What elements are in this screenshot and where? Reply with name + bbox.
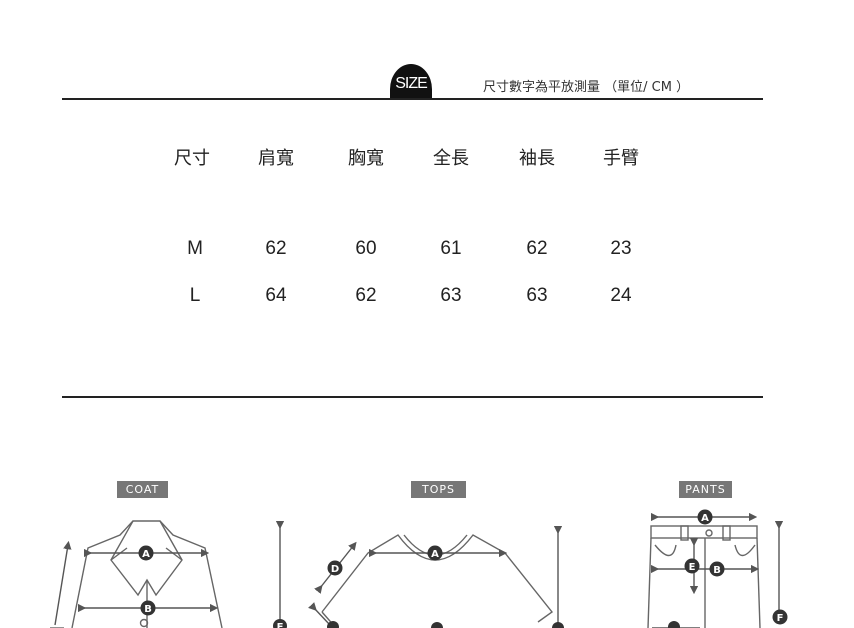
table-cell: 63 <box>526 285 548 306</box>
coat-marker-label: A <box>142 549 150 560</box>
tops-tag: TOPS <box>411 481 466 498</box>
pants-marker-f: F <box>772 609 788 625</box>
table-cell: 64 <box>265 285 287 306</box>
pants-marker-label: B <box>713 565 721 576</box>
table-header-chest: 胸寬 <box>348 148 384 168</box>
table-cell: 23 <box>610 238 632 259</box>
tops-marker-partial <box>327 621 339 628</box>
pants-marker-b: B <box>709 561 725 577</box>
bottom-divider <box>62 396 763 398</box>
table-header-arm: 手臂 <box>603 148 639 168</box>
table-cell: 62 <box>355 285 377 306</box>
tops-marker-a: A <box>427 545 443 561</box>
table-header-length: 全長 <box>433 148 469 168</box>
pants-marker-e: E <box>684 558 700 574</box>
table-cell: 61 <box>440 238 462 259</box>
tops-diagram <box>308 525 563 628</box>
table-cell: 24 <box>610 285 632 306</box>
coat-marker-label: B <box>144 604 152 615</box>
top-divider <box>62 98 763 100</box>
table-cell: 63 <box>440 285 462 306</box>
table-header-sleeve: 袖長 <box>519 148 555 168</box>
unit-note: 尺寸數字為平放測量 （單位/ CM ） <box>483 80 690 95</box>
table-cell: 60 <box>355 238 377 259</box>
pants-marker-partial <box>668 621 680 628</box>
pants-marker-label: E <box>689 562 696 573</box>
table-cell: M <box>187 238 203 259</box>
tops-marker-partial <box>552 622 564 628</box>
coat-marker-a: A <box>138 545 154 561</box>
table-cell: 62 <box>526 238 548 259</box>
tops-marker-d: D <box>327 560 343 576</box>
coat-marker-b: B <box>140 600 156 616</box>
tops-marker-partial <box>431 622 443 628</box>
pants-tag: PANTS <box>679 481 732 498</box>
coat-marker-label: E <box>277 622 284 628</box>
pants-marker-a: A <box>697 509 713 525</box>
size-badge: SIZE <box>390 64 432 100</box>
coat-diagram <box>50 520 285 628</box>
table-header-size: 尺寸 <box>174 148 210 168</box>
tops-marker-label: D <box>331 564 339 575</box>
pants-marker-label: A <box>701 513 709 524</box>
coat-marker-e: E <box>273 619 287 628</box>
tops-marker-label: A <box>431 549 439 560</box>
table-cell: 62 <box>265 238 287 259</box>
table-cell: L <box>189 285 201 306</box>
pants-marker-label: F <box>777 613 784 624</box>
coat-tag: COAT <box>117 481 168 498</box>
table-header-shoulder: 肩寬 <box>258 148 294 168</box>
